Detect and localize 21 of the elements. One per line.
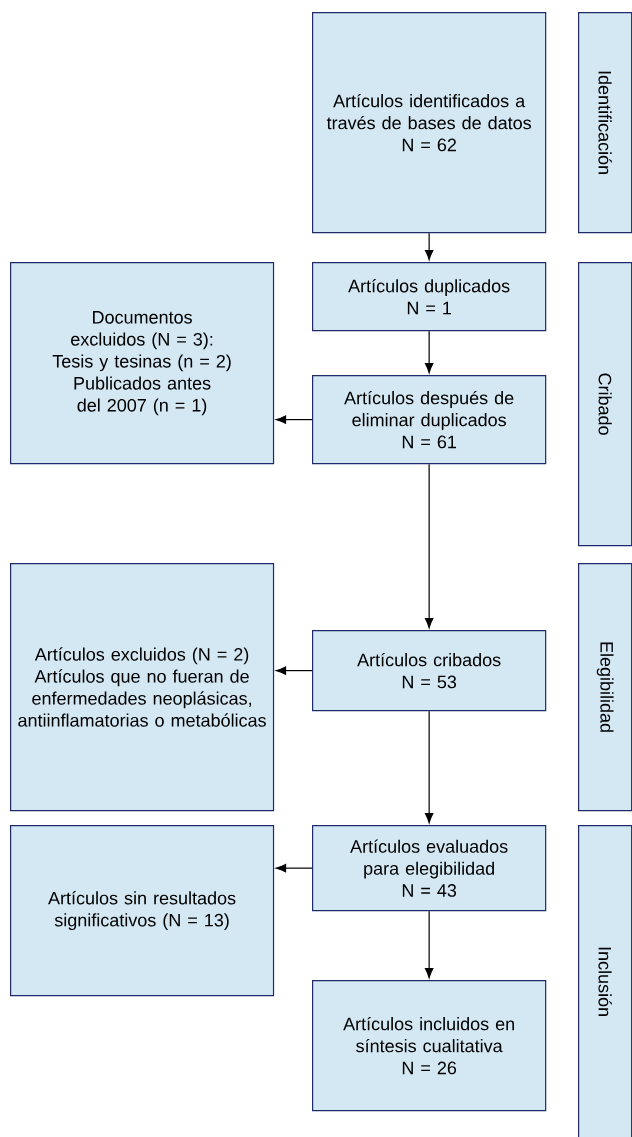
process-box: Documentos excluidos (N = 3): Tesis y tesinas (n = 2) Publicados antes del 2007 (n = 1): [10, 262, 275, 465]
arrow: [424, 463, 434, 629]
arrow: [424, 910, 434, 979]
process-box: Artículos excluidos (N = 2) Artículos que no fueran de enfermedades neoplásicas, antiinflamatorias o metabólicas: [10, 563, 275, 812]
stage-band: Elegibilidad: [578, 563, 632, 812]
arrow: [424, 232, 434, 261]
arrow: [424, 330, 434, 374]
process-box: Artículos evaluados para elegibilidad N = 43: [312, 825, 547, 912]
arrow: [275, 863, 313, 873]
process-box: Artículos después de eliminar duplicados N = 61: [312, 375, 547, 465]
process-box: Artículos sin resultados significativos (N = 13): [10, 825, 275, 997]
stage-band: Cribado: [578, 262, 632, 547]
arrow: [275, 415, 313, 424]
process-box: Artículos incluidos en síntesis cualitativa N = 26: [312, 980, 547, 1112]
stage-band: Inclusión: [578, 825, 632, 1137]
process-box: Artículos identificados a través de bases de datos N = 62: [312, 12, 547, 234]
stage-band: Identificación: [578, 12, 632, 234]
process-box: Artículos cribados N = 53: [312, 630, 547, 712]
process-box: Artículos duplicados N = 1: [312, 262, 547, 332]
arrow: [424, 710, 434, 824]
arrow: [275, 666, 313, 675]
